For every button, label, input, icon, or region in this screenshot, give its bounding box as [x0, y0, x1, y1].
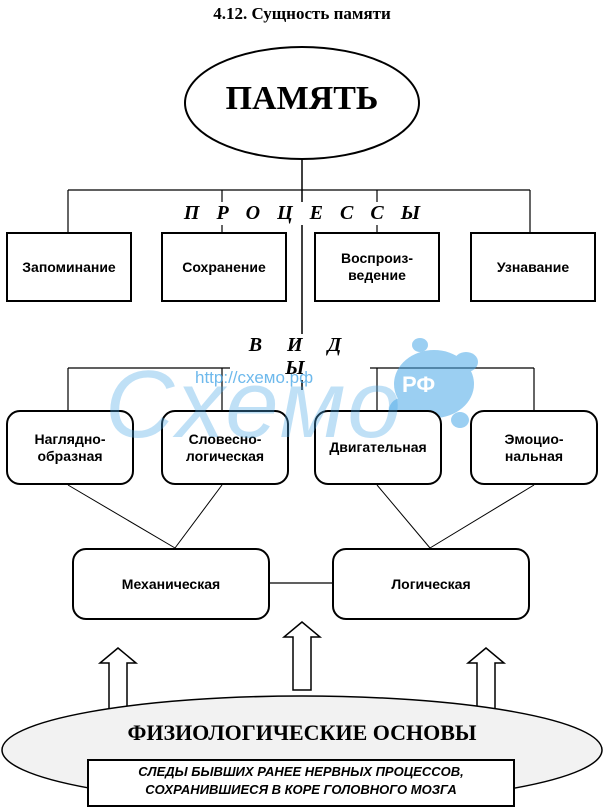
process-reproduction-label: Воспроиз- ведение — [340, 250, 414, 283]
process-retention-box: Сохранение — [161, 232, 287, 302]
memory-label: ПАМЯТЬ — [225, 80, 379, 117]
connector-right-b — [429, 484, 535, 549]
type-verbal-box: Словесно- логическая — [161, 410, 289, 485]
process-memorizing-label: Запоминание — [22, 258, 116, 275]
process-memorizing-box: Запоминание — [6, 232, 132, 302]
kind-logical-label: Логическая — [391, 575, 471, 592]
kind-mechanical-box: Механическая — [72, 548, 270, 620]
basis-title: ФИЗИОЛОГИЧЕСКИЕ ОСНОВЫ — [127, 720, 477, 745]
page-title: 4.12. Сущность памяти — [213, 4, 391, 23]
type-motor-label: Двигательная — [329, 439, 427, 455]
process-recognition-box: Узнавание — [470, 232, 596, 302]
basis-textbox — [87, 759, 515, 807]
type-emotional-label: Эмоцио- нальная — [504, 430, 564, 464]
process-retention-label: Сохранение — [182, 258, 266, 275]
watermark-brand: Схемо — [105, 351, 403, 458]
process-reproduction-box: Воспроиз- ведение — [314, 232, 440, 302]
watermark-badge: РФ — [402, 372, 436, 397]
kind-logical-box: Логическая — [332, 548, 530, 620]
connector-left-a — [67, 484, 176, 549]
type-visual-label: Наглядно- образная — [34, 430, 106, 464]
connector-left-b — [174, 484, 223, 549]
types-header: В И Д Ы — [230, 334, 370, 380]
watermark-splash — [389, 338, 478, 428]
connector-right-a — [376, 484, 431, 549]
type-emotional-box: Эмоцио- нальная — [470, 410, 598, 485]
kind-mechanical-label: Механическая — [121, 575, 221, 592]
processes-header: П Р О Ц Е С С Ы — [160, 202, 450, 225]
type-verbal-label: Словесно- логическая — [185, 430, 265, 464]
basis-text: СЛЕДЫ БЫВШИХ РАНЕЕ НЕРВНЫХ ПРОЦЕССОВ, СО… — [138, 764, 464, 797]
type-visual-box: Наглядно- образная — [6, 410, 134, 485]
type-motor-box: Двигательная — [314, 410, 442, 485]
up-arrow-center — [281, 621, 323, 691]
watermark-url: http://схемо.рф — [195, 368, 314, 387]
process-recognition-label: Узнавание — [496, 258, 570, 275]
